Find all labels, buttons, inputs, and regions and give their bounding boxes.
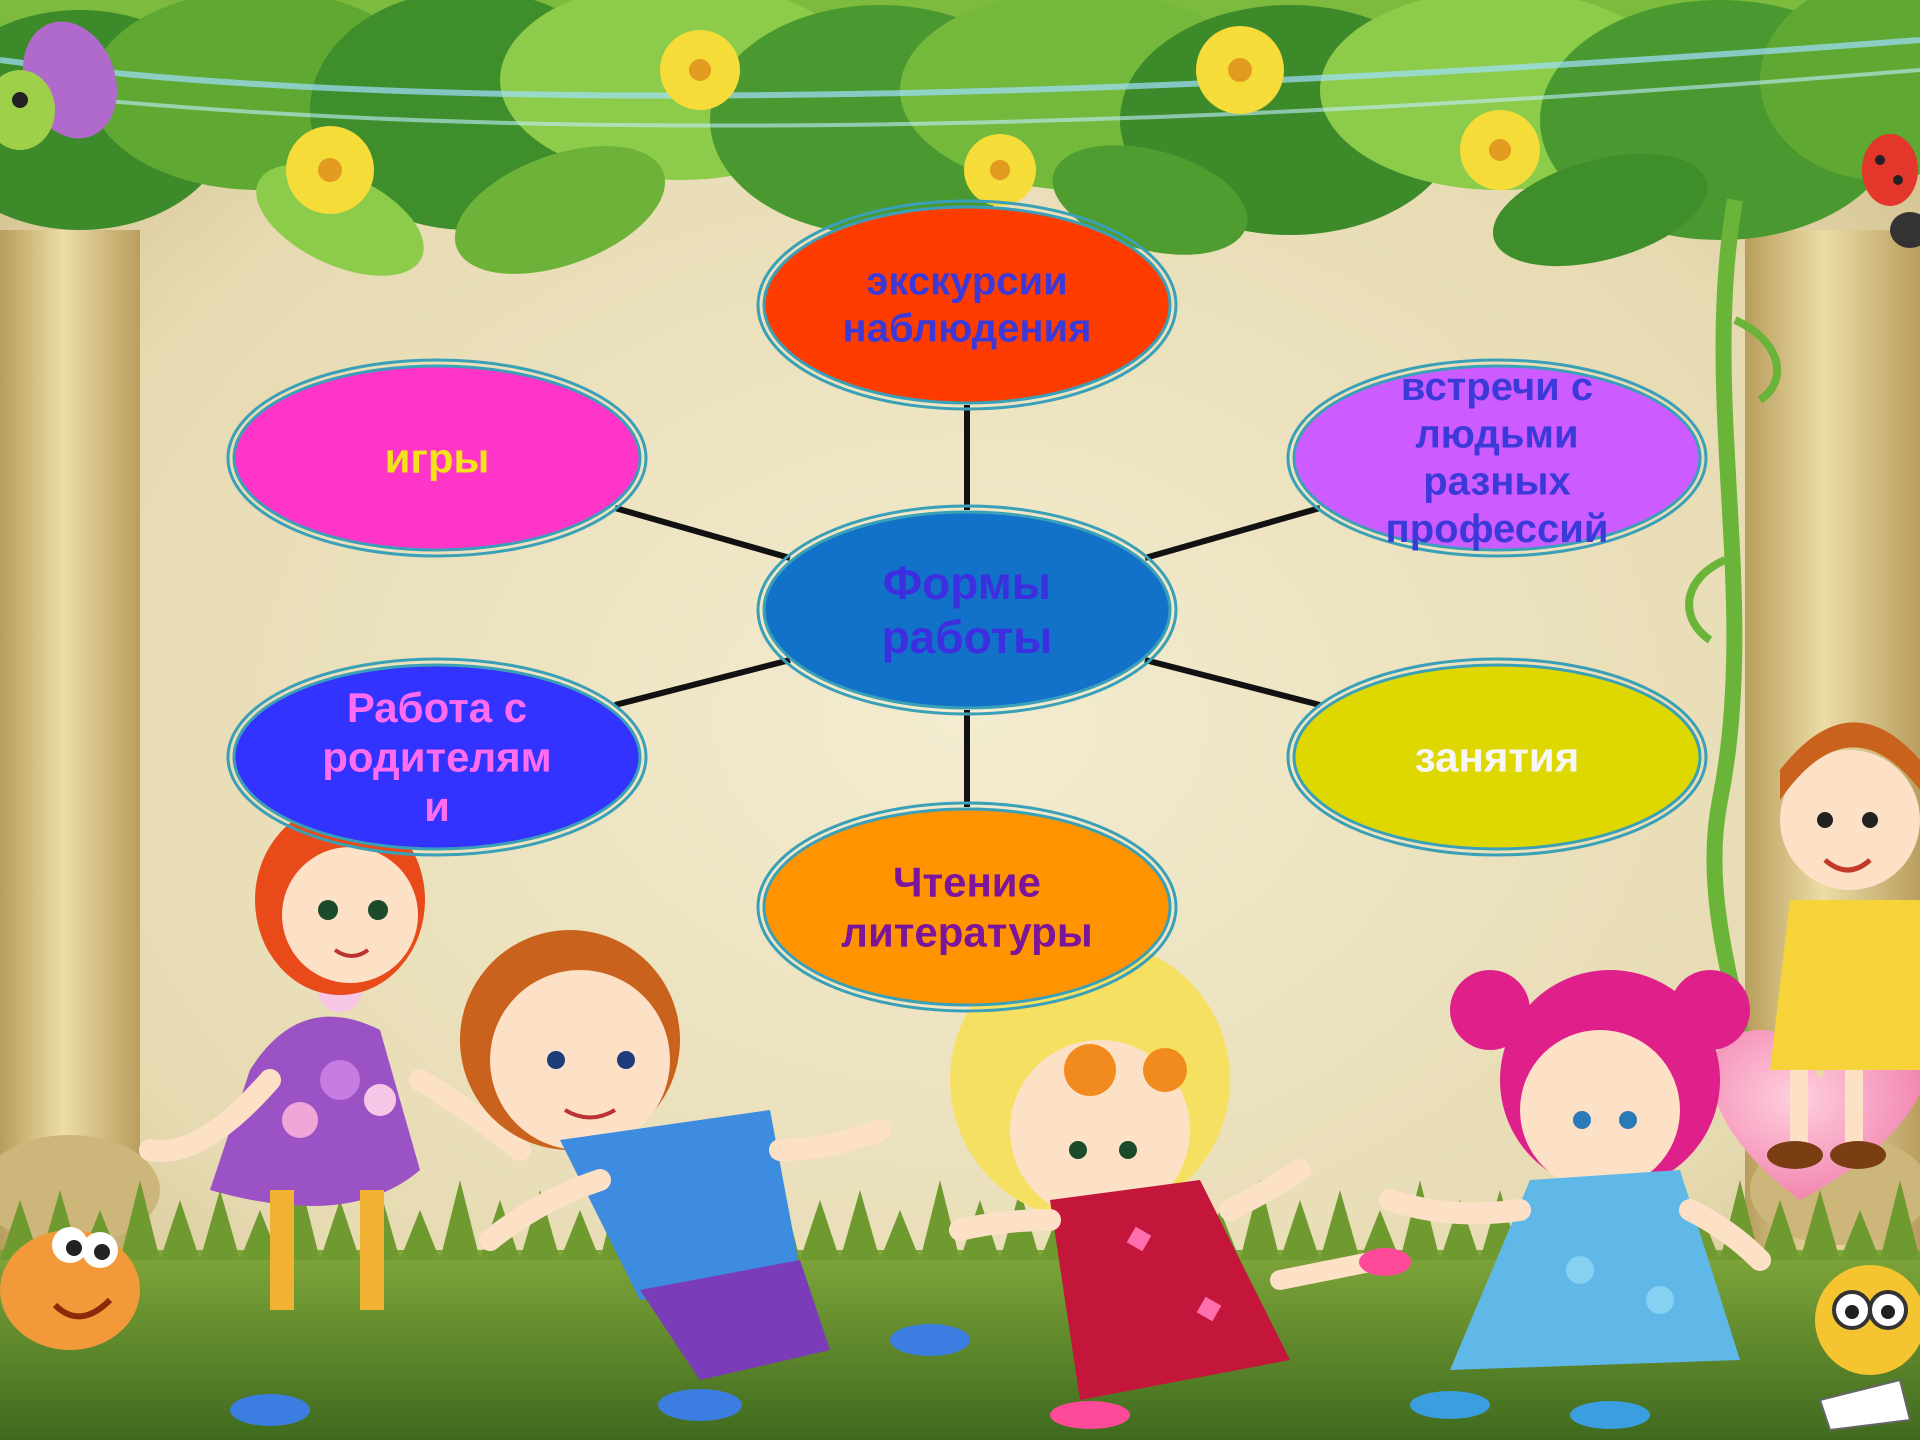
node-outline (1286, 358, 1708, 558)
node-label-line: Работа с (347, 684, 527, 731)
node-shape (1292, 364, 1702, 552)
butterfly-icon (0, 21, 118, 150)
node-label-line: игры (385, 435, 490, 482)
node-label-line: Чтение (893, 859, 1041, 906)
node-label-line: разных (1423, 460, 1571, 504)
node-games: игры (226, 358, 648, 558)
child-girl-red-hair (139, 805, 531, 1426)
child-girl-pink-hair (1379, 970, 1771, 1429)
node-lessons: занятия (1286, 657, 1708, 857)
connector-lessons (1144, 657, 1321, 708)
node-outline (1286, 657, 1708, 857)
child-girl-blonde (949, 940, 1411, 1429)
child-boy (460, 930, 970, 1421)
scroll-left-curl (0, 1135, 160, 1245)
node-shape (762, 510, 1172, 710)
node-shape (232, 364, 642, 552)
node-label-line: родителям (322, 734, 551, 781)
node-outline (756, 801, 1178, 1013)
node-label-line: экскурсии (866, 259, 1067, 303)
node-label-line: людьми (1415, 412, 1578, 456)
connector-meetings (1144, 505, 1321, 561)
node-label-line: Формы (883, 557, 1051, 609)
node-label-line: занятия (1415, 734, 1579, 781)
node-label-line: встречи с (1401, 365, 1593, 409)
node-shape (762, 205, 1172, 405)
leaf-canopy (0, 0, 1920, 276)
node-outline (756, 199, 1178, 411)
node-label-line: и (424, 783, 450, 830)
node-shape (232, 663, 642, 851)
vine (1706, 198, 1753, 1061)
connector-parents (614, 657, 791, 708)
girl-on-swing (1767, 722, 1920, 1169)
scroll-left (0, 230, 140, 1250)
ladybug-icon (1862, 134, 1920, 248)
node-label-line: литературы (841, 908, 1092, 955)
node-outline (756, 504, 1178, 716)
node-shape (1292, 663, 1702, 851)
flower-icon (286, 26, 1540, 214)
node-outline (226, 358, 648, 558)
node-shape (762, 807, 1172, 1007)
heart-icon (1711, 1030, 1920, 1200)
node-label-line: профессий (1386, 507, 1609, 551)
connector-games (614, 505, 791, 561)
node-label-line: наблюдения (843, 307, 1092, 351)
node-outline (226, 657, 648, 857)
node-label-line: работы (882, 611, 1053, 663)
bee-icon (1815, 1265, 1920, 1432)
snail-icon (0, 1227, 140, 1350)
